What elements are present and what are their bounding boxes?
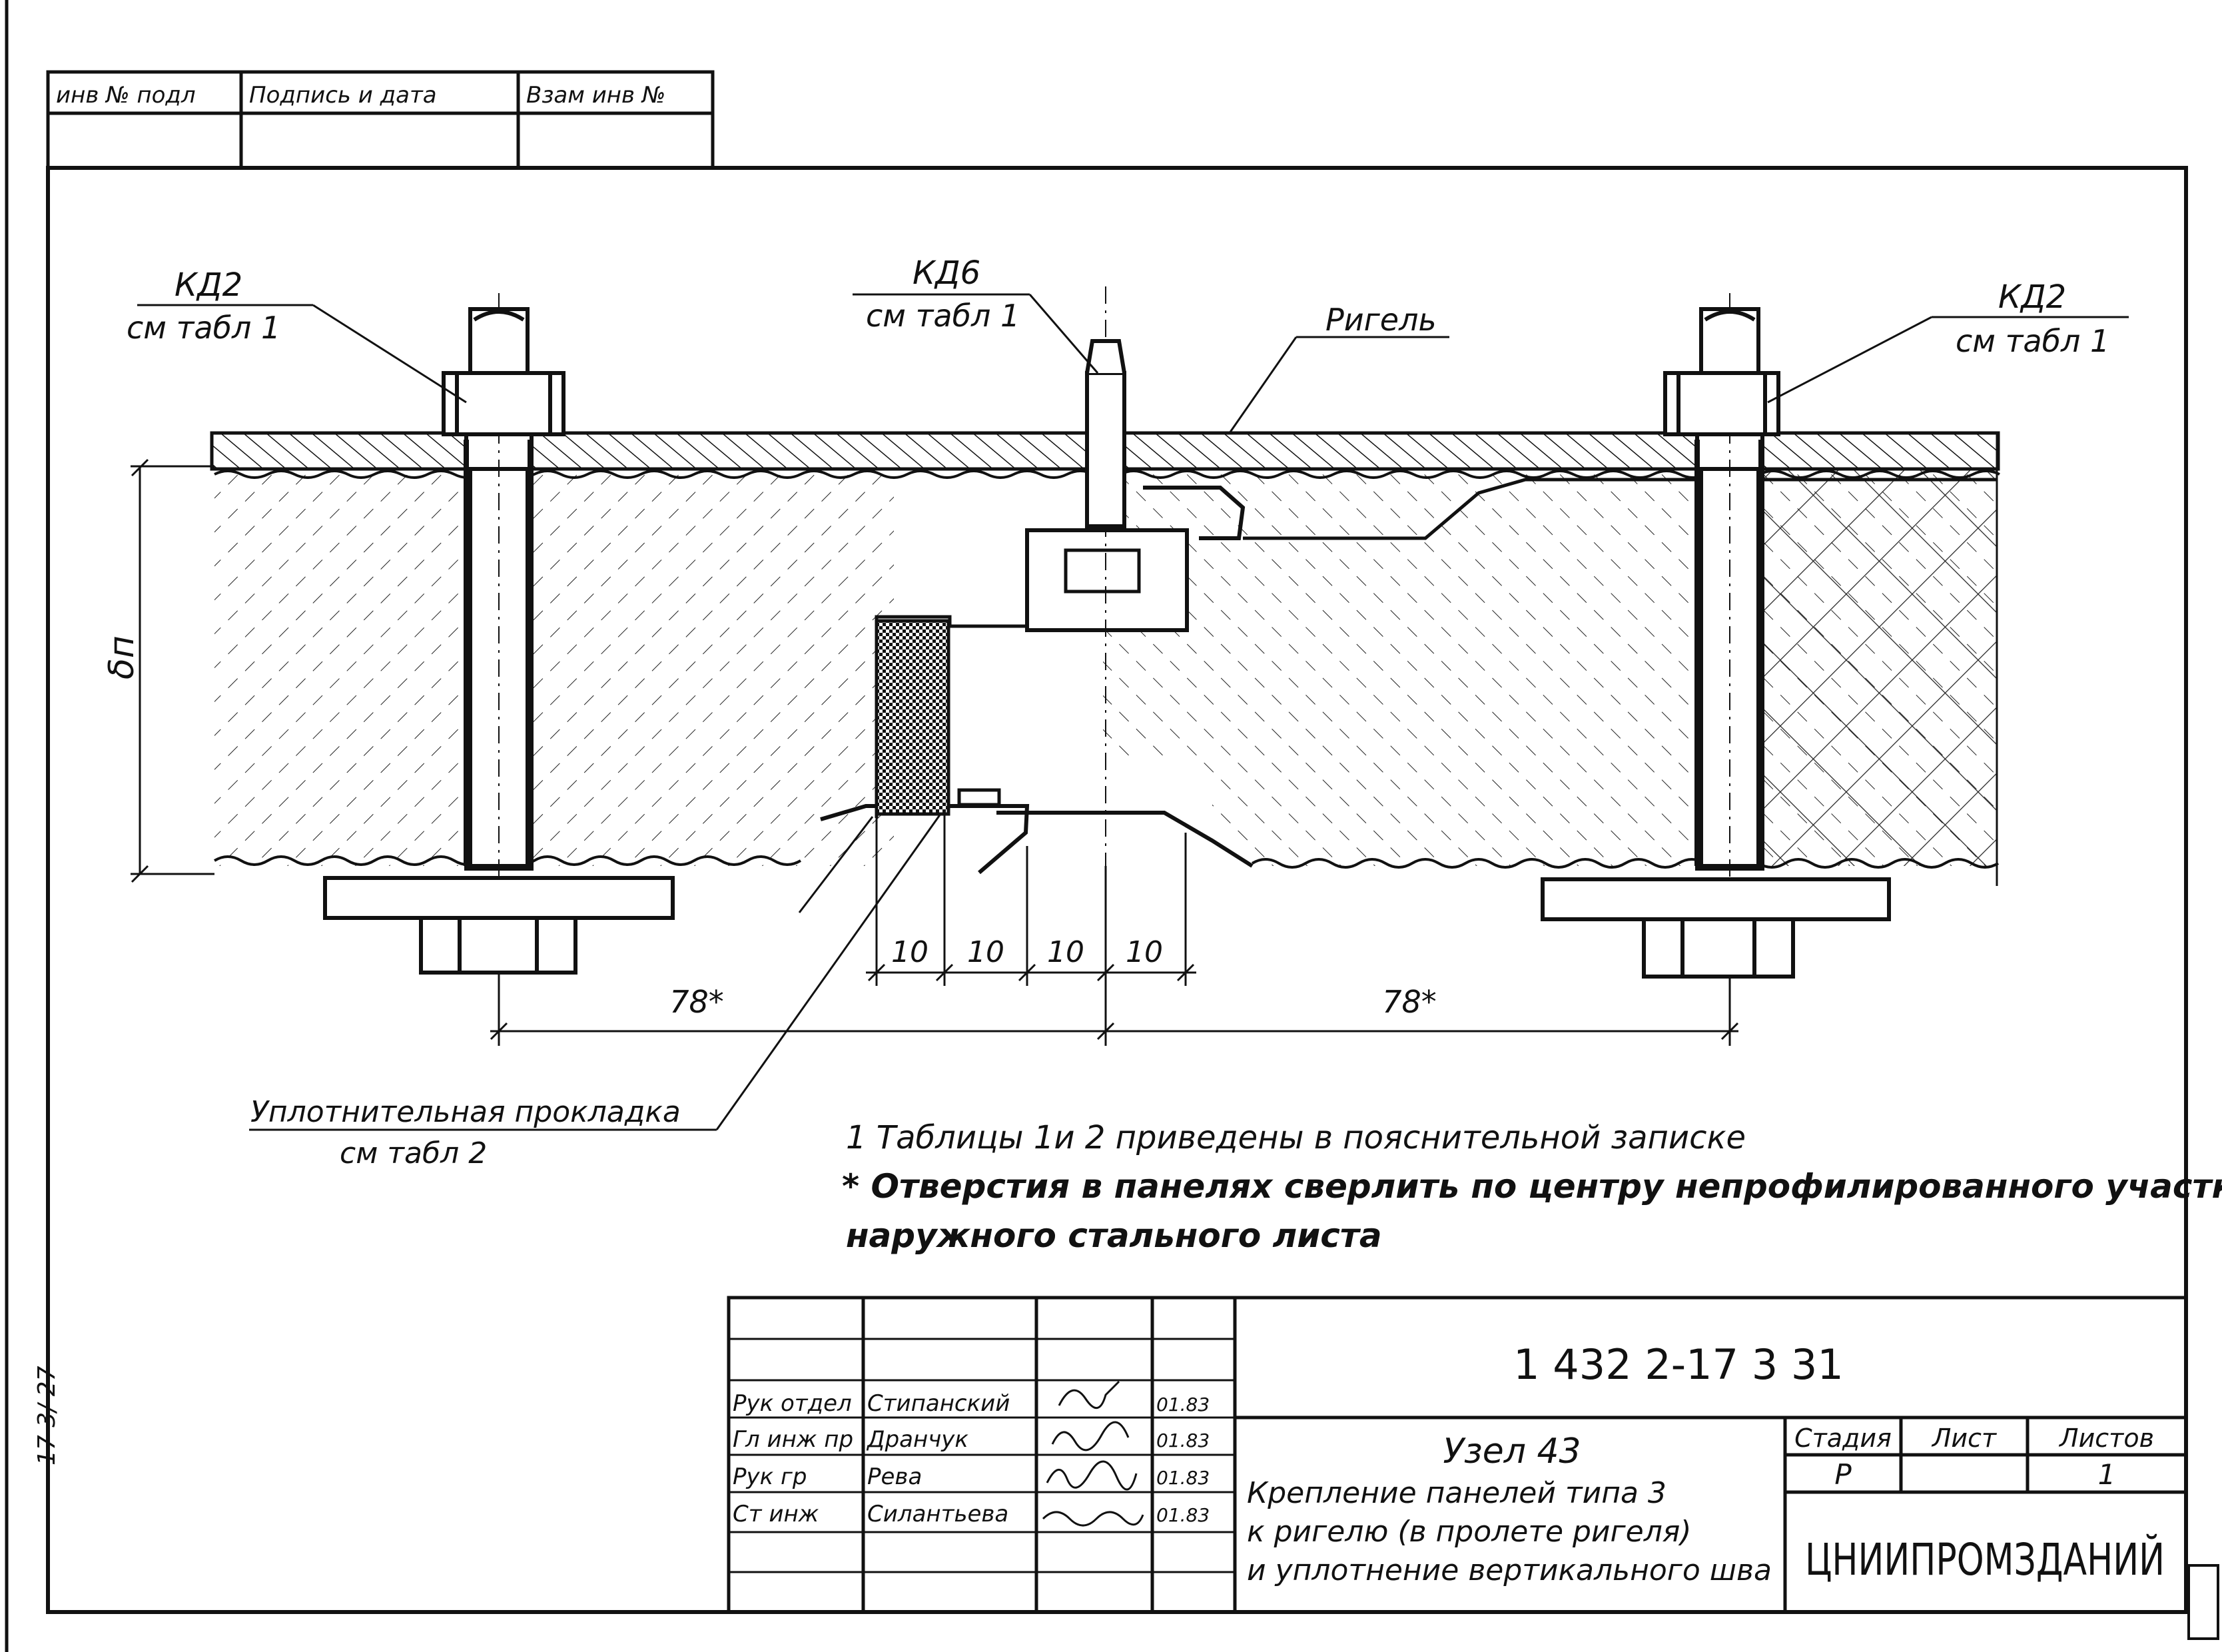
center-bolt (1085, 286, 1126, 1039)
dim-10-d: 10 (1126, 935, 1163, 969)
top-stamp (46, 70, 715, 170)
staff-date-1: 01.83 (1156, 1394, 1210, 1416)
staff-signature-4 (1042, 1511, 1144, 1527)
staff-date-4: 01.83 (1156, 1504, 1210, 1526)
sheets-header: Листов (2058, 1424, 2154, 1453)
title-block (727, 1296, 2188, 1614)
left-bolt-label: КД2 (175, 266, 242, 304)
staff-role-3: Рук гр (733, 1463, 807, 1490)
leaders (137, 293, 2129, 1131)
doc-code: 1 432 2-17 3 31 (1513, 1340, 1844, 1389)
dim-10-c: 10 (1047, 935, 1084, 969)
dim-10-a: 10 (891, 935, 928, 969)
stage-header: Стадия (1794, 1424, 1892, 1453)
organization-name: ЦНИИПРОМЗДАНИЙ (1805, 1533, 2165, 1585)
staff-role-4: Ст инж (733, 1501, 819, 1527)
span-dimensions (490, 973, 1739, 1046)
corner-mark (2187, 1564, 2219, 1640)
staff-name-3: Рева (867, 1463, 922, 1490)
node-desc-1: Крепление панелей типа 3 (1247, 1476, 1666, 1510)
staff-date-2: 01.83 (1156, 1430, 1210, 1451)
sheets-value: 1 (2098, 1458, 2116, 1491)
stamp-col-signature: Подпись и дата (249, 82, 437, 109)
rigel-label: Ригель (1325, 302, 1437, 338)
staff-signature-2 (1051, 1421, 1130, 1451)
staff-date-3: 01.83 (1156, 1467, 1210, 1489)
left-span-label: 78* (669, 984, 724, 1020)
dim-10-b: 10 (967, 935, 1004, 969)
stamp-col-inv: инв № подл (56, 82, 196, 109)
staff-role-1: Рук отдел (733, 1390, 852, 1417)
staff-name-2: Дранчук (866, 1426, 968, 1453)
note-line-3: наружного стального листа (846, 1216, 1382, 1255)
joint-profile-lower (820, 804, 1030, 875)
note-line-1: 1 Таблицы 1и 2 приведены в пояснительной… (846, 1119, 1746, 1156)
seal-clip (957, 788, 1001, 807)
staff-signature-1 (1058, 1380, 1120, 1409)
left-bolt (323, 293, 675, 1039)
staff-name-4: Силантьева (867, 1501, 1008, 1527)
stage-value: Р (1834, 1458, 1852, 1491)
panel-section (210, 431, 2000, 886)
right-span-label: 78* (1382, 984, 1437, 1020)
right-cross-hatch (1758, 468, 1997, 866)
left-bolt-ref: см табл 1 (127, 310, 280, 346)
edge-marks: 17 3/ 27 (33, 1366, 61, 1465)
staff-role-2: Гл инж пр (733, 1426, 853, 1453)
small-dimensions (866, 815, 1196, 986)
center-bolt-ref: см табл 1 (866, 298, 1020, 334)
right-bolt-ref: см табл 1 (1956, 323, 2109, 359)
thickness-label: δп (102, 635, 142, 679)
thickness-dimension (131, 458, 214, 883)
center-nut (1064, 548, 1141, 594)
upper-clip (1243, 478, 1997, 540)
seal-label: Уплотнительная прокладка (250, 1095, 681, 1129)
note-line-2: * Отверстия в панелях сверлить по центру… (842, 1167, 2222, 1206)
center-bolt-label: КД6 (913, 254, 980, 292)
left-panel-body (214, 468, 894, 866)
joint-profile-right (996, 811, 1254, 868)
right-bolt-label: КД2 (1998, 278, 2066, 316)
node-desc-3: и уплотнение вертикального шва (1247, 1553, 1772, 1587)
node-desc-2: к ригелю (в пролете ригеля) (1247, 1515, 1691, 1549)
stamp-col-replace: Взам инв № (526, 82, 665, 109)
seal-ref: см табл 2 (340, 1136, 487, 1170)
staff-signature-3 (1046, 1460, 1138, 1491)
seal-strip (875, 619, 950, 816)
right-bolt (1541, 293, 1891, 1039)
bottom-skin-right (1251, 858, 2000, 869)
joint-profile-upper (1143, 486, 1246, 540)
staff-name-1: Стипанский (867, 1390, 1010, 1417)
node-title: Узел 43 (1443, 1432, 1581, 1471)
sheet-header: Лист (1931, 1424, 1998, 1453)
